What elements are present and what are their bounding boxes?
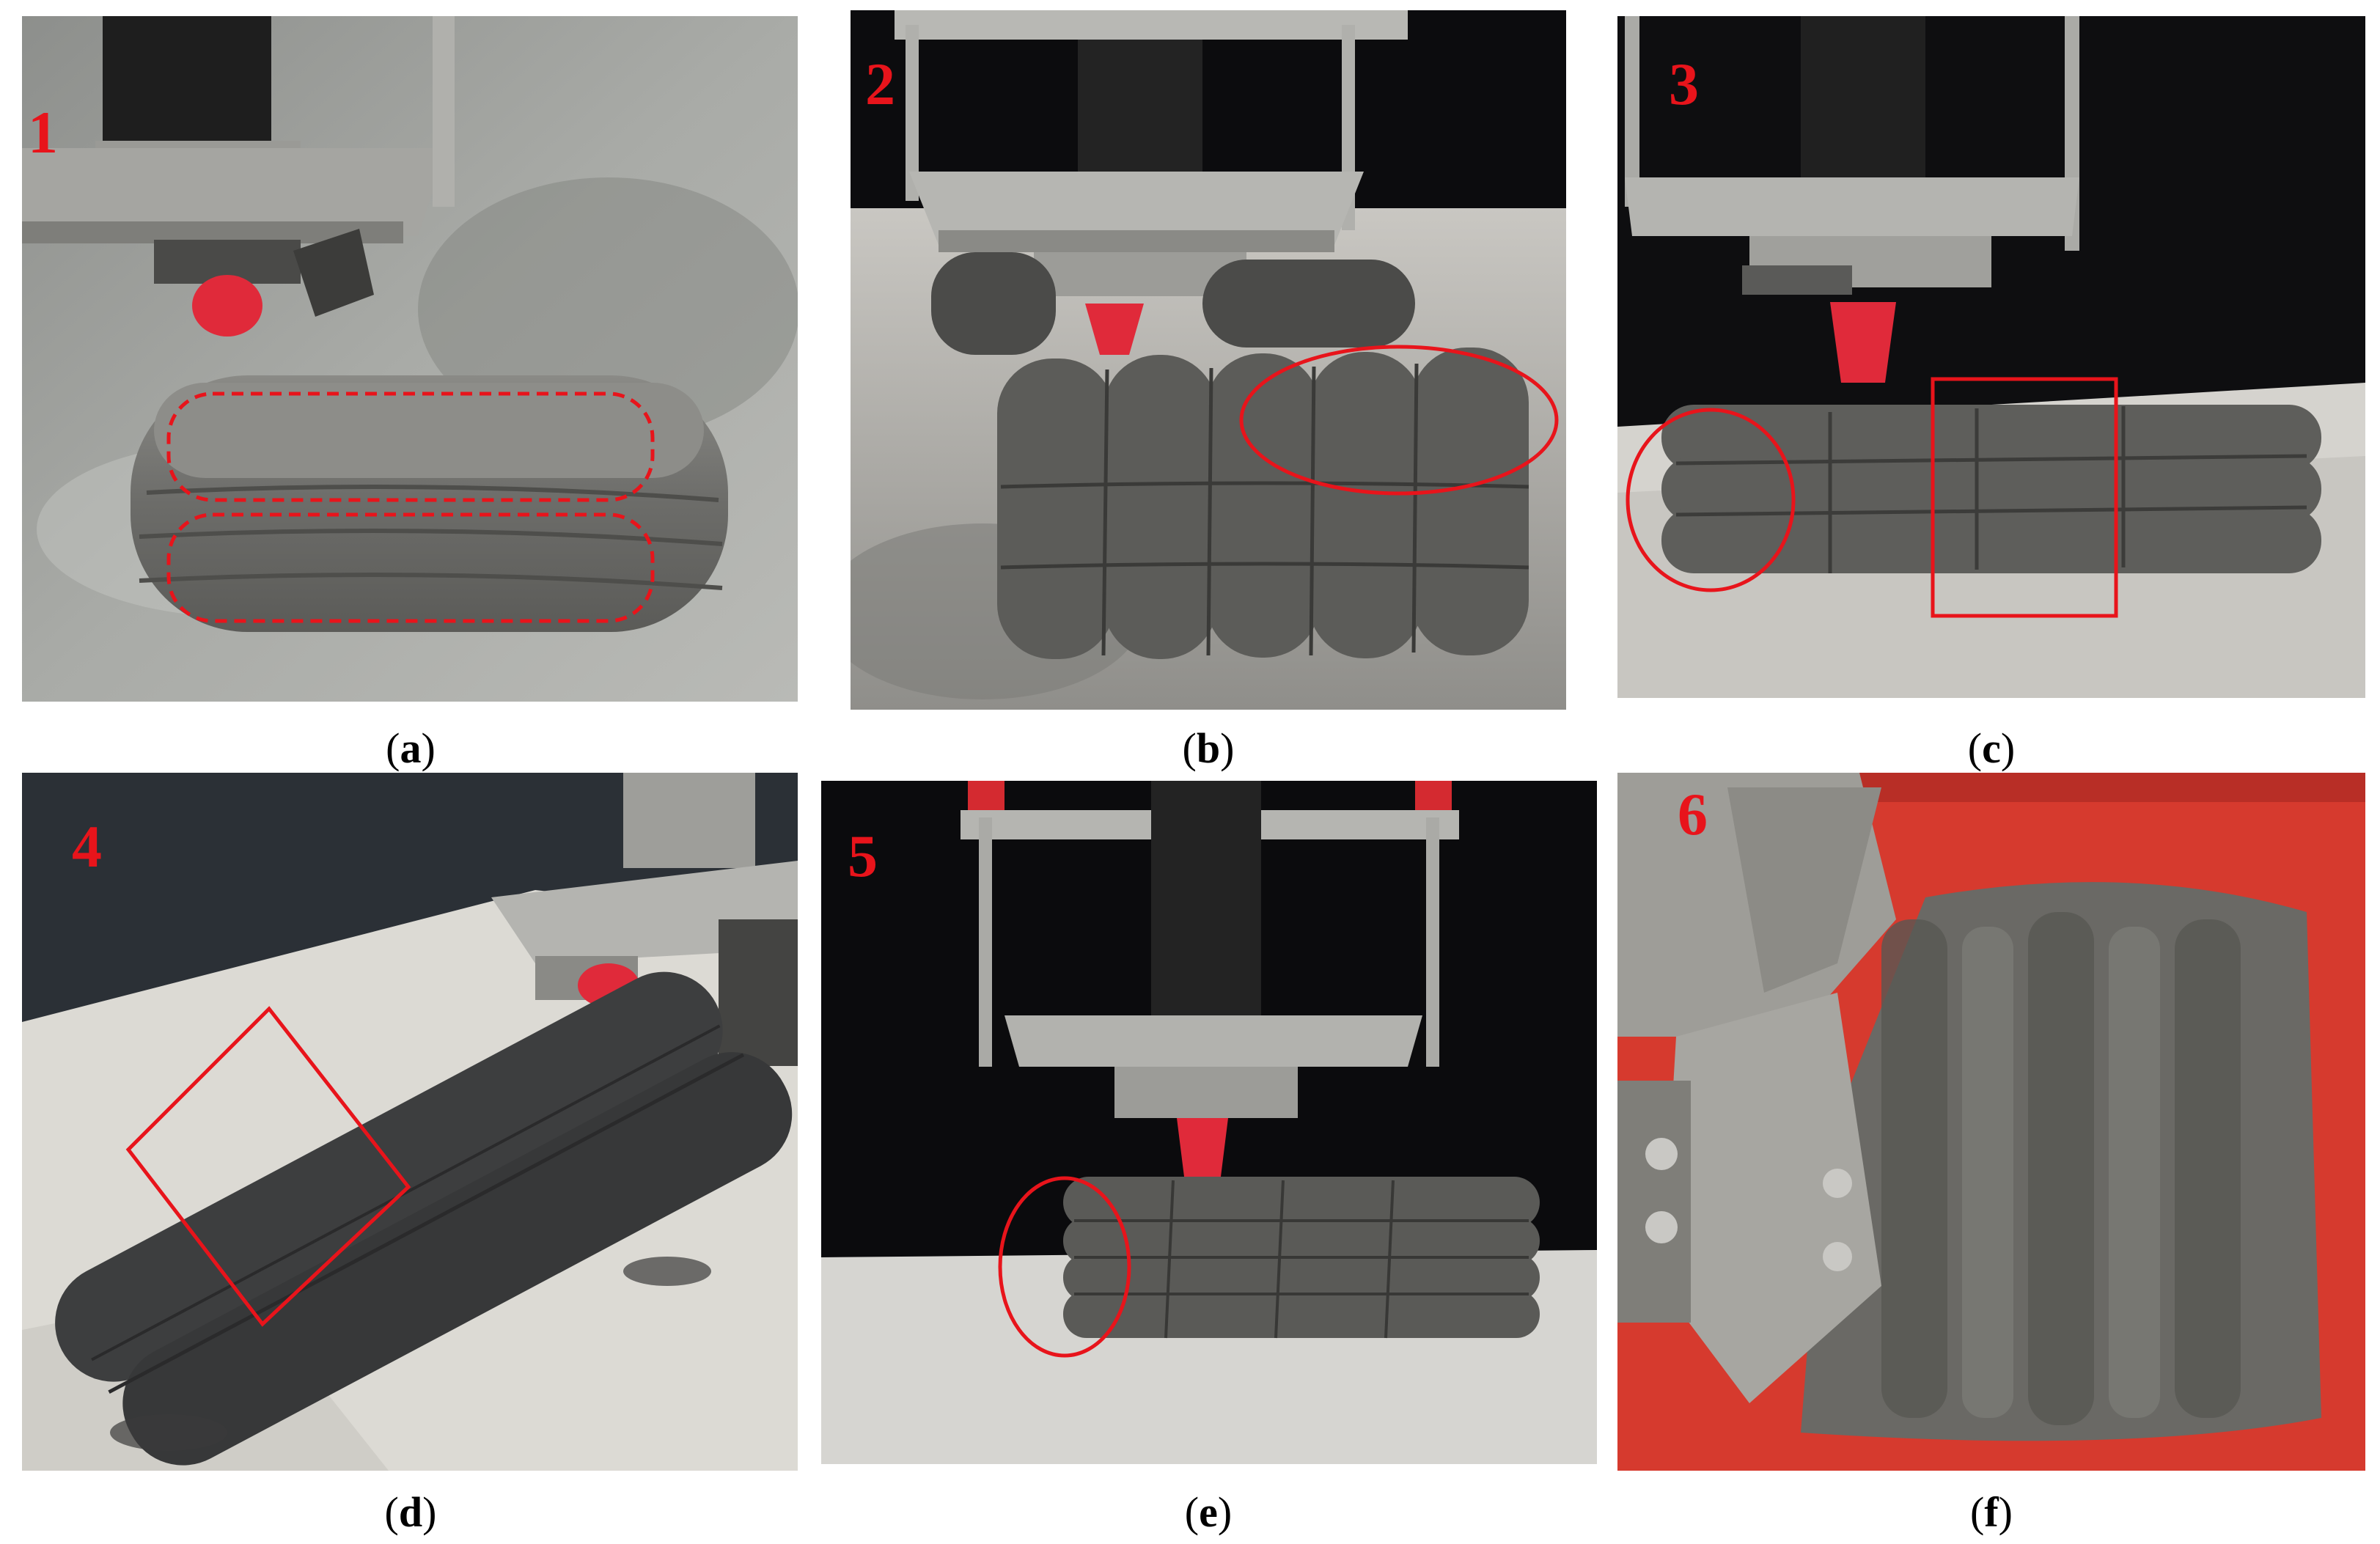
caption-b: (b) <box>1182 724 1235 772</box>
photo-panel-a: 1 <box>22 16 798 702</box>
caption-b-letter: b <box>1196 724 1221 772</box>
panel-number-d: 4 <box>72 813 102 880</box>
caption-a: (a) <box>386 724 436 772</box>
dashed-box-lower <box>166 512 655 623</box>
photo-c-graphic <box>1617 16 2365 698</box>
caption-a-letter: a <box>400 724 422 772</box>
photo-panel-b: 2 <box>851 10 1566 710</box>
caption-f-letter: f <box>1984 1488 1999 1536</box>
annotation-ellipse-e <box>998 1176 1131 1358</box>
annotation-rect-c <box>1931 377 2118 618</box>
photo-panel-c: 3 <box>1617 16 2365 698</box>
annotation-circle-c <box>1626 408 1796 592</box>
photo-b-graphic <box>851 10 1566 710</box>
panel-number-e: 5 <box>848 823 878 889</box>
caption-d: (d) <box>384 1488 437 1536</box>
photo-panel-f: 6 <box>1617 773 2365 1471</box>
panel-number-f: 6 <box>1678 781 1708 848</box>
caption-c-letter: c <box>1982 724 2001 772</box>
caption-c: (c) <box>1967 724 2016 772</box>
photo-panel-d: 4 <box>22 773 798 1471</box>
dashed-box-upper <box>166 391 655 502</box>
photo-panel-e: 5 <box>821 781 1597 1464</box>
caption-e-letter: e <box>1199 1488 1218 1536</box>
photo-d-graphic <box>22 773 798 1471</box>
caption-f: (f) <box>1970 1488 2013 1536</box>
caption-d-letter: d <box>398 1488 423 1536</box>
annotation-ellipse-b <box>1239 345 1559 496</box>
annotation-rotated-rect-d <box>125 1006 411 1327</box>
photo-a-graphic <box>22 16 798 702</box>
panel-number-c: 3 <box>1669 51 1699 117</box>
caption-e: (e) <box>1184 1488 1233 1536</box>
panel-number-b: 2 <box>865 51 895 117</box>
photo-f-graphic <box>1617 773 2365 1471</box>
photo-e-graphic <box>821 781 1597 1464</box>
panel-number-a: 1 <box>28 99 58 166</box>
